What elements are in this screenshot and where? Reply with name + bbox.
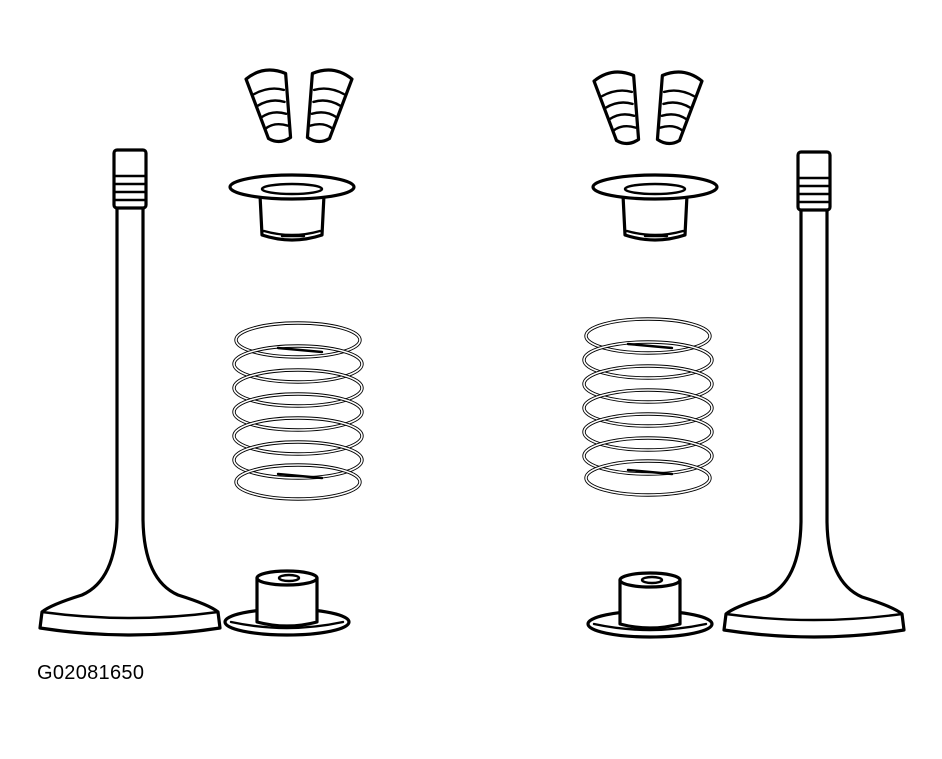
left-valve-keeper-2 — [301, 65, 355, 147]
right-valve-spring — [582, 317, 714, 497]
left-spring-retainer — [228, 173, 356, 242]
right-valve-keeper-2 — [651, 67, 705, 149]
right-valve-assembly — [582, 67, 906, 639]
right-spring-seat — [586, 571, 714, 639]
right-valve-keeper-1 — [591, 67, 645, 149]
right-valve — [722, 150, 906, 639]
right-spring-retainer — [591, 173, 719, 242]
left-spring-seat — [223, 569, 351, 637]
left-valve — [38, 148, 222, 637]
left-valve-keeper-1 — [243, 65, 297, 147]
left-valve-spring — [232, 321, 364, 501]
figure-id-label: G02081650 — [37, 662, 145, 684]
left-valve-assembly — [38, 65, 364, 637]
